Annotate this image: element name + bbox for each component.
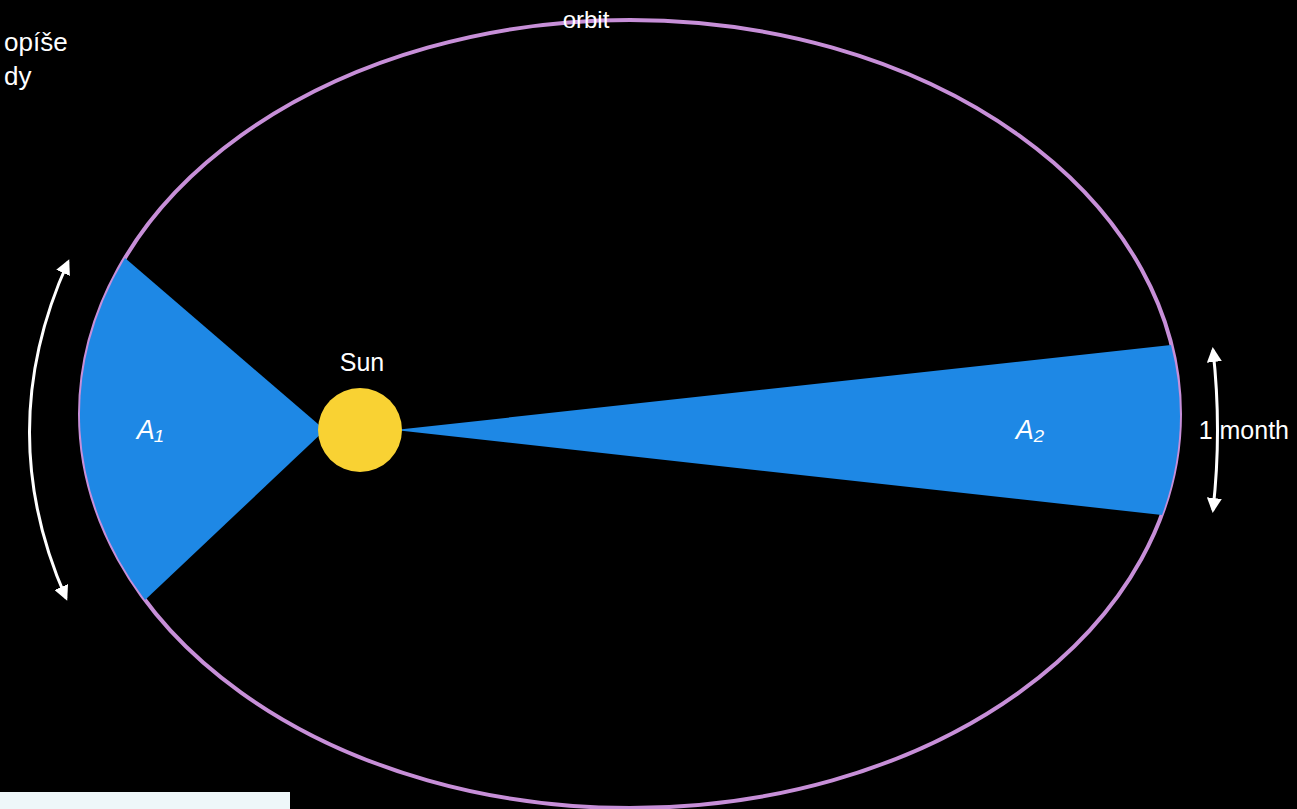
cropped-panel [0,792,290,809]
fragment-text: dy [4,61,31,92]
node-text: A₂ [1016,415,1044,446]
double-arrow [29,262,68,598]
orbit-ellipse [80,20,1180,808]
node-text: A₁ [137,415,164,446]
node-text: Sun [340,348,384,377]
area-sector [80,258,325,600]
sun-disc [318,388,402,472]
sun-label: Sun [336,346,388,379]
area-label: A₁ [133,413,168,448]
area-label: A₂ [1012,413,1048,448]
period-label: 1 month [1199,416,1289,445]
fragment-text: opíše [4,27,68,58]
area-sector [395,345,1180,515]
orbit-label: orbit [563,6,610,34]
